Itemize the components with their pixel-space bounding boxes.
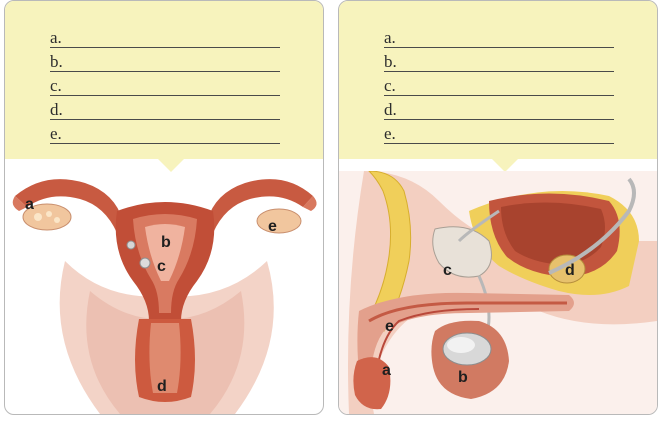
answer-notes: a. b. c. d. e.	[339, 1, 657, 159]
answer-letter-b: b.	[50, 53, 63, 71]
answer-letter-c: c.	[384, 77, 396, 95]
label-b: b	[458, 370, 468, 386]
answer-line-c[interactable]: c.	[50, 73, 280, 96]
label-d: d	[157, 379, 167, 395]
answer-line-b[interactable]: b.	[384, 49, 614, 72]
female-diagram-panel: a. b. c. d. e.	[4, 0, 324, 415]
label-b: b	[161, 235, 171, 251]
label-a: a	[25, 197, 34, 213]
answer-letter-d: d.	[50, 101, 63, 119]
label-c: c	[443, 263, 452, 279]
answer-line-c[interactable]: c.	[384, 73, 614, 96]
answer-line-b[interactable]: b.	[50, 49, 280, 72]
answer-notes: a. b. c. d. e.	[5, 1, 323, 159]
answer-letter-e: e.	[384, 125, 396, 143]
answer-letter-b: b.	[384, 53, 397, 71]
label-e: e	[268, 219, 277, 235]
answer-line-e[interactable]: e.	[50, 121, 280, 144]
answer-line-d[interactable]: d.	[50, 97, 280, 120]
answer-line-d[interactable]: d.	[384, 97, 614, 120]
notes-pointer	[491, 158, 519, 172]
answer-letter-e: e.	[50, 125, 62, 143]
answer-letter-a: a.	[50, 29, 62, 47]
label-a: a	[382, 363, 391, 379]
label-c: c	[157, 259, 166, 275]
label-e: e	[385, 319, 394, 335]
answer-letter-d: d.	[384, 101, 397, 119]
answer-letter-c: c.	[50, 77, 62, 95]
answer-line-a[interactable]: a.	[50, 25, 280, 48]
answer-line-e[interactable]: e.	[384, 121, 614, 144]
answer-line-a[interactable]: a.	[384, 25, 614, 48]
notes-pointer	[157, 158, 185, 172]
male-diagram-panel: a. b. c. d. e.	[338, 0, 658, 415]
answer-letter-a: a.	[384, 29, 396, 47]
label-d: d	[565, 263, 575, 279]
